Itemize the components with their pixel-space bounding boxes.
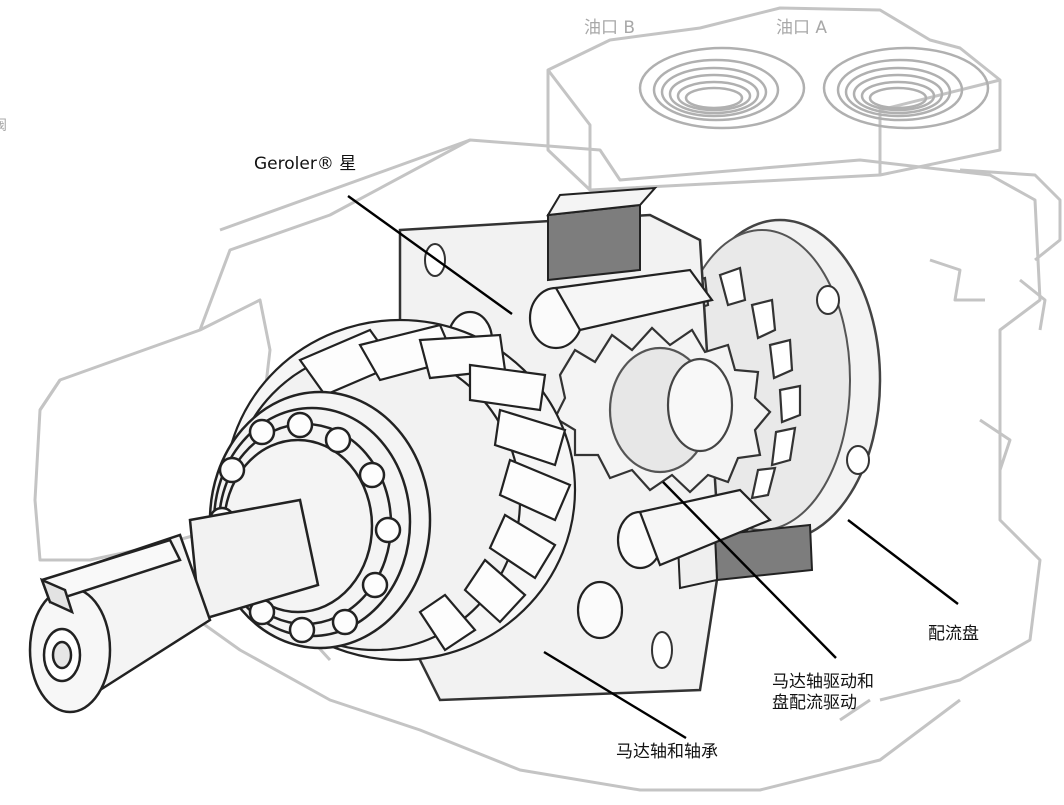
drive-label-line1: 马达轴驱动和	[772, 672, 874, 692]
leader-lines	[347, 195, 959, 740]
port-a-thread	[822, 46, 990, 130]
port-b-label: 油口 B	[584, 18, 636, 38]
drive-label-line2: 盘配流驱动	[772, 693, 857, 714]
gerotor-rollers	[446, 268, 772, 640]
shaft-bearing-label: 马达轴和轴承	[616, 742, 718, 762]
geroler-star-label: Geroler® 星	[254, 154, 357, 174]
drive-label: 马达轴驱动和 盘配流驱动	[772, 672, 874, 715]
vane-blocks	[546, 186, 814, 590]
valve-plate-label: 配流盘	[928, 624, 979, 644]
port-b-thread	[638, 46, 806, 130]
port-a-label: 油口 A	[776, 18, 828, 38]
output-shaft	[28, 498, 320, 714]
edge-fragment-label: 阀	[0, 118, 7, 136]
geroler-star-gear	[553, 326, 772, 494]
